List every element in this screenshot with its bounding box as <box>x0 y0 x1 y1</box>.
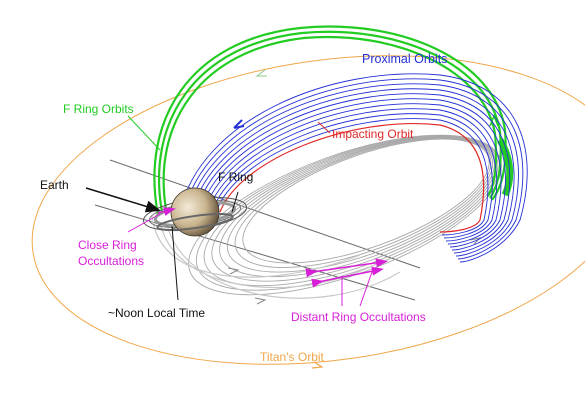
impacting-orbit-pointer <box>317 121 331 134</box>
gray-arrow-icon-3 <box>469 237 482 245</box>
label-noon-local-time: ~Noon Local Time <box>108 306 205 320</box>
earth-direction-arrow <box>85 187 161 213</box>
label-f-ring: F Ring <box>218 170 253 184</box>
label-proximal-orbits: Proximal Orbits <box>362 52 447 66</box>
blue-arrow-icon <box>233 119 245 129</box>
close-ring-occultation-markers <box>127 207 176 233</box>
label-earth: Earth <box>40 178 69 192</box>
label-f-ring-orbits: F Ring Orbits <box>63 102 134 116</box>
f-ring-orbits-pointer <box>127 115 161 151</box>
proximal-orbits <box>179 73 528 263</box>
label-close-ring-occultations-1: Close Ring <box>78 238 137 252</box>
direction-lines <box>94 159 421 301</box>
saturn-ring-front <box>156 213 234 231</box>
titan-orbit <box>31 55 585 369</box>
gray-arrow-icon-2 <box>254 297 267 305</box>
f-ring-marker <box>231 191 239 213</box>
label-titans-orbit: Titan's Orbit <box>260 350 325 364</box>
gray-arrow-icon-1 <box>227 267 240 275</box>
titan-orbit-arrow-icon <box>311 361 324 369</box>
label-distant-ring-occultations: Distant Ring Occultations <box>291 310 426 324</box>
label-close-ring-occultations-2: Occultations <box>78 254 144 268</box>
distant-ring-occultation-markers <box>305 258 388 307</box>
impacting-orbit-curve <box>219 123 485 233</box>
green-arrow-icon-2 <box>255 69 267 77</box>
label-impacting-orbit: Impacting Orbit <box>332 127 414 141</box>
noon-pointer <box>171 225 179 301</box>
f-ring-orbits <box>153 25 514 216</box>
